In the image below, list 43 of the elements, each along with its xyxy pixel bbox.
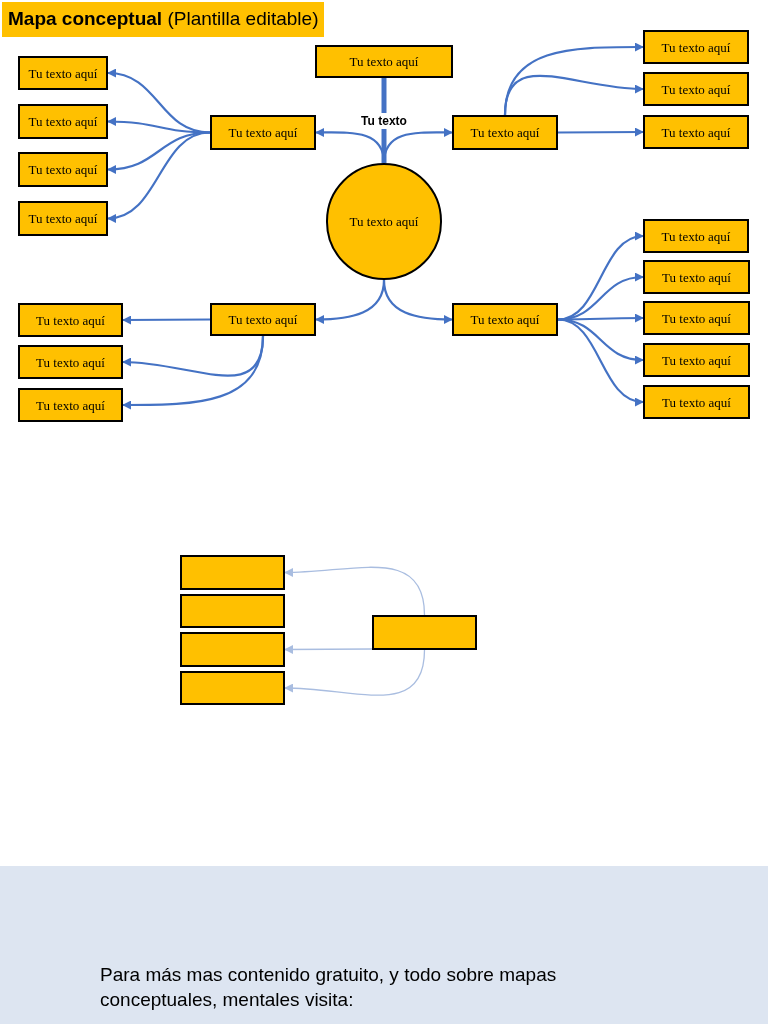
arrow <box>382 279 453 324</box>
arrow <box>122 315 210 325</box>
concept-box: Tu texto aquí <box>18 201 108 236</box>
concept-box: Tu texto aquí <box>18 152 108 187</box>
arrow <box>557 318 644 406</box>
concept-box: Tu texto aquí <box>643 30 749 64</box>
concept-box: Tu texto aquí <box>18 388 123 422</box>
concept-box: Tu texto aquí <box>643 219 749 253</box>
arrow <box>107 131 211 222</box>
arrow <box>284 566 426 616</box>
concept-box: Tu texto aquí <box>18 303 123 337</box>
arrow <box>107 131 211 174</box>
arrow <box>382 127 453 164</box>
concept-box: Tu texto aquí <box>452 303 558 336</box>
arrow <box>558 127 644 137</box>
concept-box: Tu texto aquí <box>643 72 749 106</box>
concept-box: Tu texto aquí <box>643 115 749 149</box>
concept-box: Tu texto aquí <box>452 115 558 150</box>
concept-box: Tu texto aquí <box>210 303 316 336</box>
arrow <box>284 649 426 696</box>
concept-box: Tu texto aquí <box>643 385 750 419</box>
concept-box: Tu texto aquí <box>18 56 108 90</box>
arrow <box>503 74 644 116</box>
empty-box <box>180 671 285 705</box>
empty-box <box>180 594 285 628</box>
arrow <box>284 645 373 654</box>
arrow <box>557 318 644 364</box>
edge-label: Tu texto <box>359 112 409 129</box>
concept-box: Tu texto aquí <box>643 301 750 335</box>
concept-box: Tu texto aquí <box>210 115 316 150</box>
footer-note: Para más mas contenido gratuito, y todo sobre mapas conceptuales, mentales visita: <box>100 963 558 1012</box>
concept-box: Tu texto aquí <box>18 345 123 379</box>
concept-box: Tu texto aquí <box>315 45 453 78</box>
empty-box <box>372 615 477 650</box>
empty-box <box>180 555 285 590</box>
concept-box: Tu texto aquí <box>643 343 750 377</box>
concept-box: Tu texto aquí <box>18 104 108 139</box>
arrow <box>122 335 265 410</box>
arrow <box>558 313 644 323</box>
concept-box: Tu texto aquí <box>643 260 750 294</box>
empty-box <box>180 632 285 667</box>
arrow <box>107 117 210 134</box>
title: Mapa conceptual (Plantilla editable) <box>2 2 325 37</box>
